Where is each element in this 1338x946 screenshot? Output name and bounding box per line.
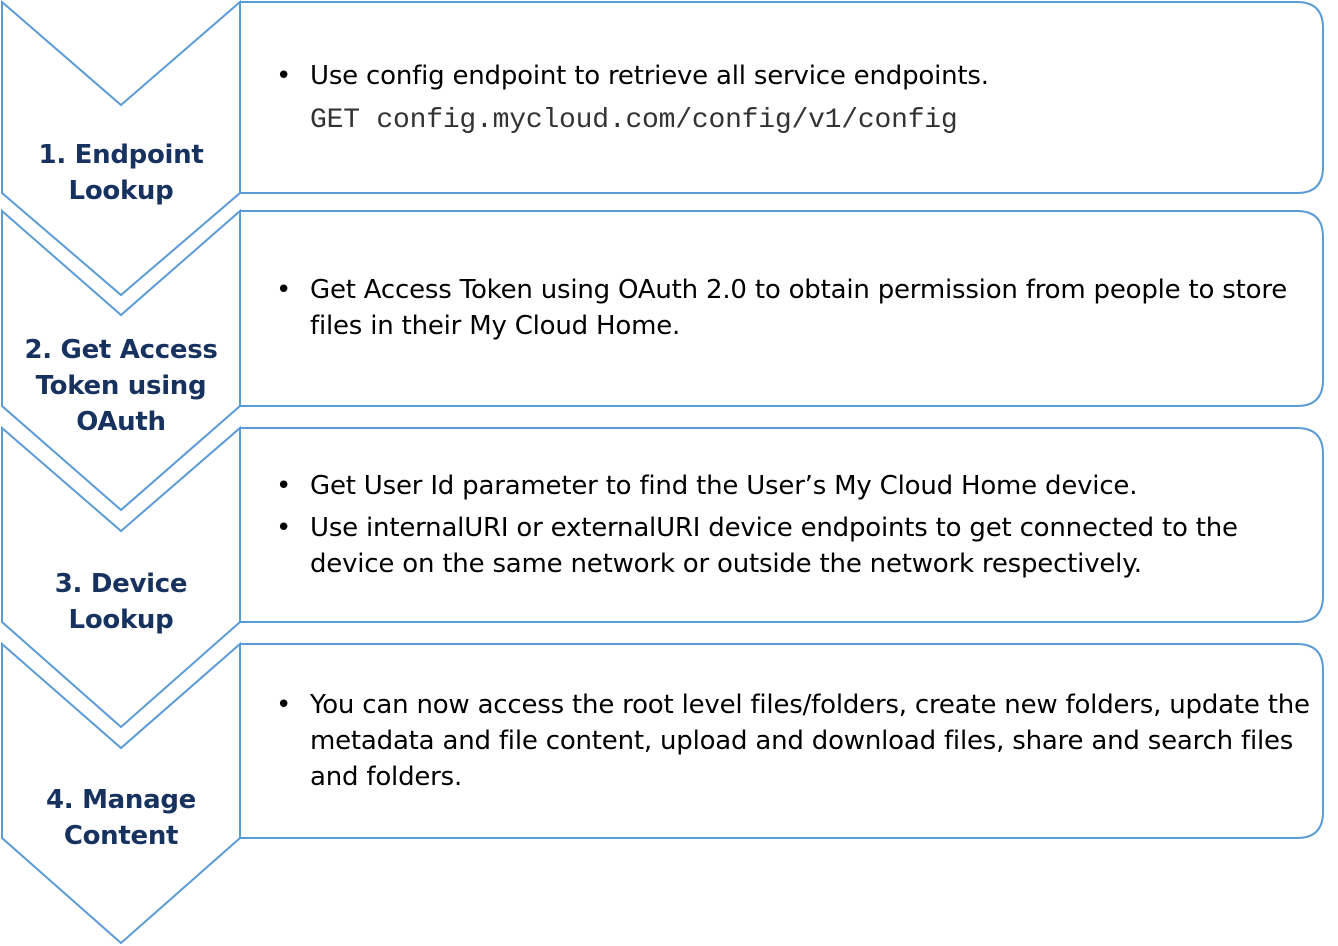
step-4-chevron (1, 641, 241, 945)
step-3-content: Get User Id parameter to find the User’s… (272, 468, 1312, 588)
step-4-bullet: You can now access the root level files/… (272, 687, 1312, 795)
step-3-bullet-1: Get User Id parameter to find the User’s… (272, 468, 1312, 504)
step-4-label: 4. Manage Content (45, 785, 197, 851)
step-1-box (240, 1, 1324, 194)
step-3-label: 3. Device Lookup (54, 569, 188, 635)
step-2-content: Get Access Token using OAuth 2.0 to obta… (272, 272, 1312, 350)
step-1-content: Use config endpoint to retrieve all serv… (272, 58, 1312, 142)
step-2-label: 2. Get Access Token using OAuth (24, 335, 218, 437)
step-1-code: GET config.mycloud.com/config/v1/config (310, 105, 958, 136)
step-2-chevron (1, 208, 241, 512)
step-1-bullet: Use config endpoint to retrieve all serv… (272, 58, 1312, 94)
step-3-chevron (1, 425, 241, 729)
step-3-bullet-2: Use internalURI or externalURI device en… (272, 510, 1312, 582)
step-1-chevron (0, 0, 241, 297)
step-2-bullet: Get Access Token using OAuth 2.0 to obta… (272, 272, 1312, 344)
step-1-label: 1. Endpoint Lookup (38, 140, 204, 206)
step-4-content: You can now access the root level files/… (272, 687, 1312, 801)
